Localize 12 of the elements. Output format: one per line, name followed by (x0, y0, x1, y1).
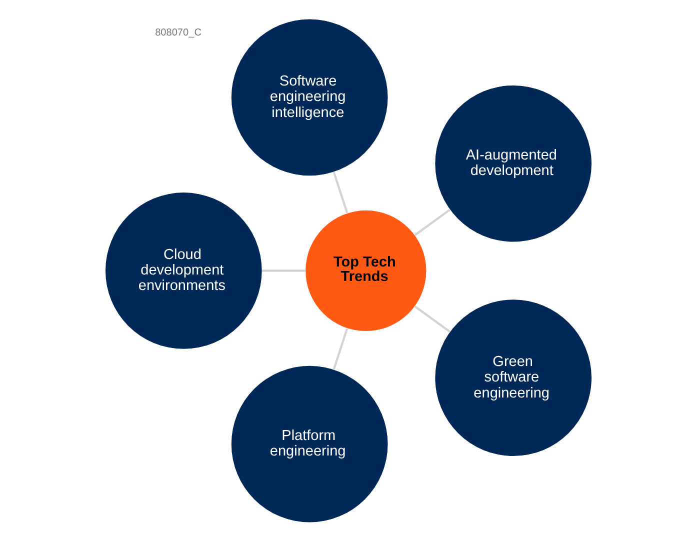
node-circle: Software engineering intelligence (230, 19, 388, 176)
node-circle: Cloud development environments (104, 192, 262, 349)
connector (332, 171, 348, 214)
connector (414, 208, 450, 236)
connector (414, 306, 450, 333)
node-circle: Top Tech Trends (305, 210, 426, 332)
node-circle: Green software engineering (434, 300, 592, 456)
connector (332, 328, 348, 370)
connector (261, 270, 305, 272)
node-circle: AI-augmented development (434, 85, 592, 242)
node-circle: Platform engineering (230, 366, 388, 522)
label: 808070_C (154, 27, 201, 38)
